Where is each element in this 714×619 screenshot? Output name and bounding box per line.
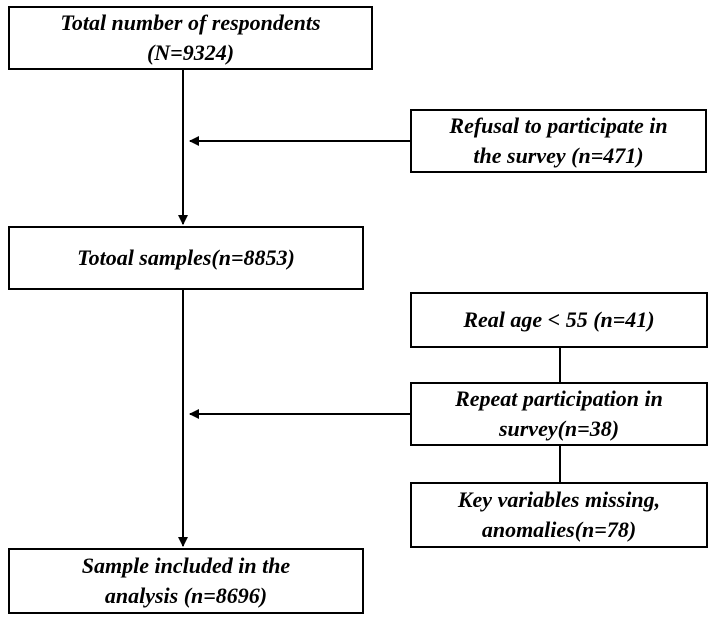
box-sample-included-line2: analysis (n=8696)	[104, 583, 268, 608]
box-sample-included: Sample included in the analysis (n=8696)	[8, 548, 364, 614]
box-total-respondents-line1: Total number of respondents	[60, 10, 321, 35]
box-refusal: Refusal to participate in the survey (n=…	[410, 109, 707, 173]
box-refusal-line1: Refusal to participate in	[449, 113, 668, 138]
box-sample-included-line1: Sample included in the	[81, 553, 291, 578]
box-repeat-participation-line2: survey(n=38)	[498, 416, 620, 441]
box-real-age-line1: Real age < 55 (n=41)	[463, 307, 655, 332]
box-key-variables-missing-line1: Key variables missing,	[457, 487, 661, 512]
box-key-variables-missing-line2: anomalies(n=78)	[481, 517, 637, 542]
box-key-variables-missing: Key variables missing, anomalies(n=78)	[410, 482, 708, 548]
box-total-respondents-line2: (N=9324)	[146, 40, 235, 65]
box-real-age: Real age < 55 (n=41)	[410, 292, 708, 348]
box-refusal-line2: the survey (n=471)	[473, 143, 644, 168]
box-repeat-participation: Repeat participation in survey(n=38)	[410, 382, 708, 446]
box-total-samples: Totoal samples(n=8853)	[8, 226, 364, 290]
box-total-respondents: Total number of respondents (N=9324)	[8, 6, 373, 70]
box-total-samples-line1: Totoal samples(n=8853)	[77, 245, 295, 270]
box-repeat-participation-line1: Repeat participation in	[455, 386, 663, 411]
